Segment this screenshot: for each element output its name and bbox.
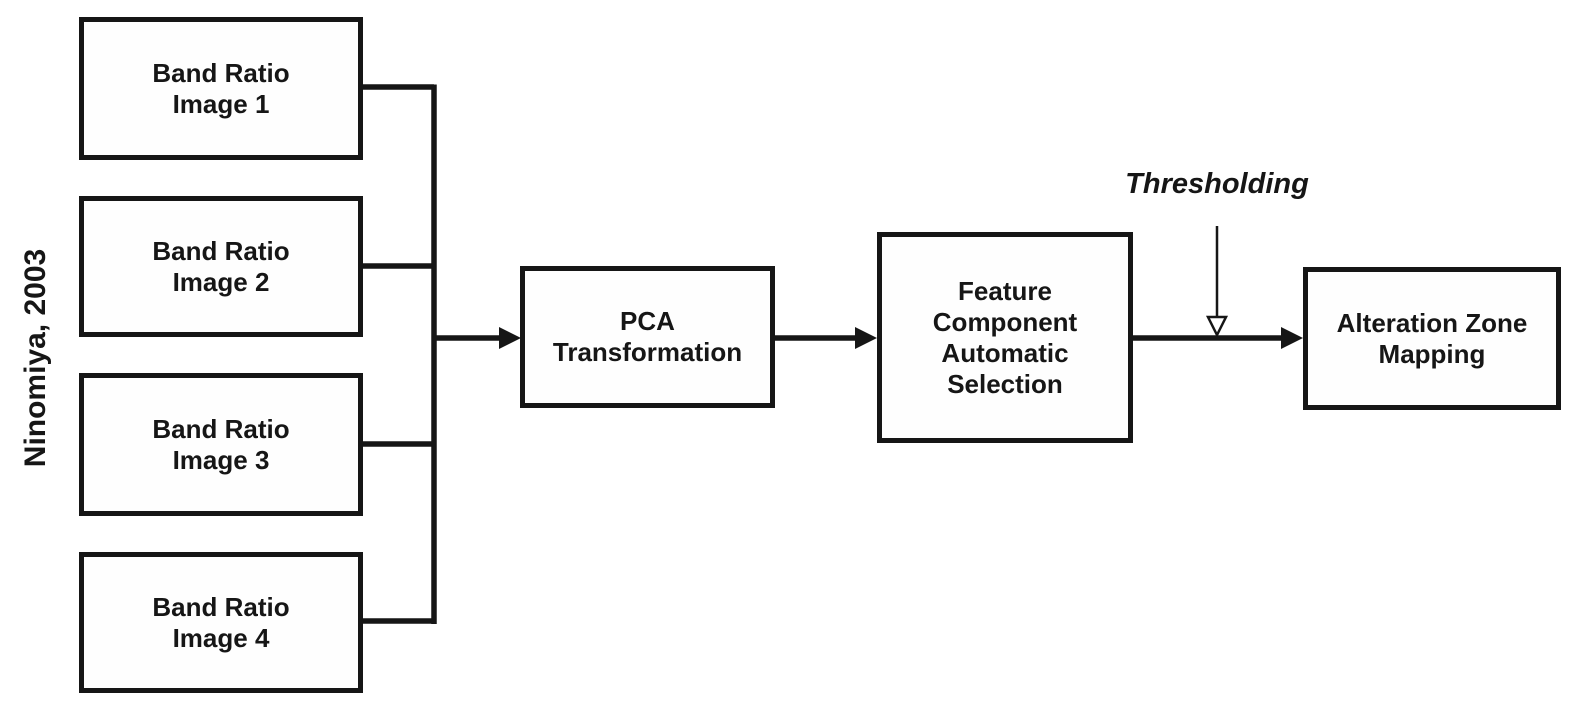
arrow-pca-to-feature-head (855, 327, 877, 349)
thresholding-annotation: Thresholding (1125, 168, 1309, 200)
thresholding-arrow-head (1205, 315, 1229, 338)
arrow-feature-to-alteration-head (1281, 327, 1303, 349)
source-citation-label: Ninomiya, 2003 (19, 248, 52, 468)
box-band-ratio-image-2: Band Ratio Image 2 (79, 196, 363, 337)
arrow-trunk-to-pca-head (499, 327, 521, 349)
box-band-ratio-image-1: Band Ratio Image 1 (79, 17, 363, 160)
box-feature-component-automatic-selection: Feature Component Automatic Selection (877, 232, 1133, 443)
box-band-ratio-image-3: Band Ratio Image 3 (79, 373, 363, 516)
box-band-ratio-image-4: Band Ratio Image 4 (79, 552, 363, 693)
box-pca-transformation: PCA Transformation (520, 266, 775, 408)
box-alteration-zone-mapping: Alteration Zone Mapping (1303, 267, 1561, 410)
